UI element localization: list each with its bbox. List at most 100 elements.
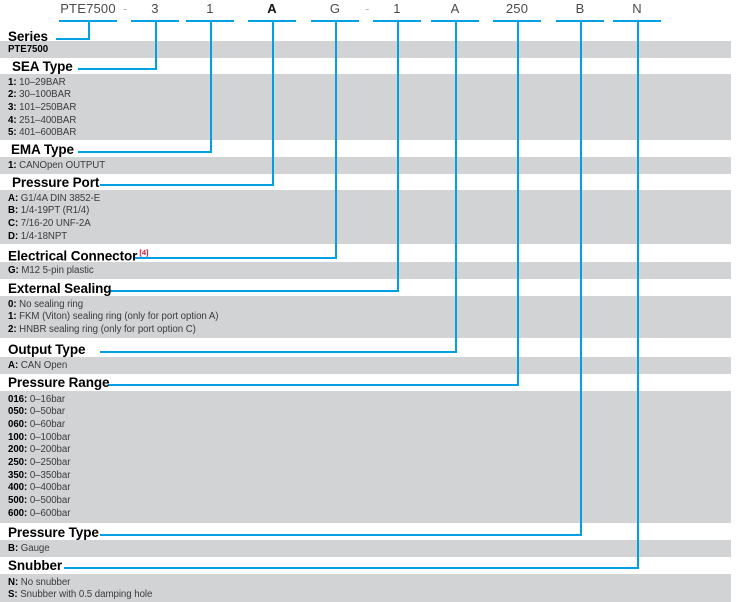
option-description: 251–400BAR <box>16 114 77 126</box>
option-code: 350: <box>8 469 28 481</box>
option-row: C: 7/16-20 UNF-2A <box>8 218 91 231</box>
option-code: 3: <box>8 101 17 113</box>
option-row: B: Gauge <box>8 543 50 556</box>
part-number-segment: 3 <box>131 0 179 18</box>
footnote-marker: [4] <box>137 248 149 257</box>
part-number-value: 3 <box>151 1 159 16</box>
column-trunk-line <box>210 20 212 153</box>
section-title: Snubber <box>8 558 63 573</box>
section-title: Pressure Type <box>8 525 99 540</box>
leader-line <box>133 257 337 259</box>
option-code: 500: <box>8 495 28 507</box>
option-code: 060: <box>8 418 28 430</box>
option-description: 0–100bar <box>27 431 71 443</box>
option-description: Gauge <box>18 542 50 554</box>
option-description: 10–29BAR <box>16 76 66 88</box>
leader-line <box>108 384 519 386</box>
leader-line <box>100 351 457 353</box>
option-row: PTE7500 <box>8 44 48 57</box>
option-description: 1/4-19PT (R1/4) <box>18 205 90 217</box>
option-code: 100: <box>8 431 28 443</box>
option-description: 0–16bar <box>27 393 66 405</box>
option-row: B: 1/4-19PT (R1/4) <box>8 205 89 218</box>
section-title: Pressure Port <box>12 175 100 190</box>
leader-line <box>110 290 399 292</box>
part-number-underline <box>431 20 479 22</box>
option-row: 050: 0–50bar <box>8 406 65 419</box>
option-row: A: G1/4A DIN 3852-E <box>8 193 100 206</box>
option-code: 4: <box>8 114 17 126</box>
option-code: B: <box>8 542 19 554</box>
part-number-value: A <box>450 1 460 16</box>
option-description: G1/4A DIN 3852-E <box>18 192 101 204</box>
part-number-value: 250 <box>505 1 529 16</box>
option-description: CAN Open <box>18 359 68 371</box>
part-number-underline <box>186 20 234 22</box>
option-row: S: Snubber with 0.5 damping hole <box>8 589 152 602</box>
option-code: 400: <box>8 482 28 494</box>
part-number-value: N <box>632 1 642 16</box>
part-number-value: 1 <box>206 1 214 16</box>
section-title: SEA Type <box>12 59 73 74</box>
option-row: 1: 10–29BAR <box>8 77 66 90</box>
option-code: G: <box>8 264 19 276</box>
option-row: 1: FKM (Viton) sealing ring (only for po… <box>8 311 219 324</box>
part-number-underline <box>311 20 359 22</box>
option-row: G: M12 5-pin plastic <box>8 265 94 278</box>
part-number-segment: PTE7500 <box>59 0 117 18</box>
option-description: No sealing ring <box>16 298 84 310</box>
part-number-dash: - <box>365 1 370 16</box>
option-band <box>0 157 731 174</box>
option-description: 30–100BAR <box>16 89 71 101</box>
option-code: D: <box>8 230 19 242</box>
part-number-segment: 1 <box>373 0 421 18</box>
leader-line <box>56 38 90 40</box>
part-number-segment: A <box>248 0 296 18</box>
part-number-underline <box>248 20 296 22</box>
option-code: 250: <box>8 457 28 468</box>
column-trunk-line <box>455 20 457 353</box>
leader-line <box>64 567 639 569</box>
option-band <box>0 41 731 58</box>
column-trunk-line <box>88 20 90 40</box>
leader-line <box>78 151 212 153</box>
option-band <box>0 190 731 244</box>
option-code: 1: <box>8 311 17 323</box>
part-number-underline <box>556 20 604 22</box>
option-row: 016: 0–16bar <box>8 394 65 407</box>
option-code: C: <box>8 217 19 229</box>
option-code: N: <box>8 576 19 588</box>
option-description: CANOpen OUTPUT <box>16 159 106 171</box>
option-row: D: 1/4-18NPT <box>8 231 67 244</box>
part-number-underline <box>373 20 421 22</box>
option-code: 600: <box>8 507 28 519</box>
section-title: Series <box>8 29 48 44</box>
section-title: Output Type <box>8 342 86 357</box>
option-code: 016: <box>8 393 28 405</box>
column-trunk-line <box>335 20 337 259</box>
option-row: 500: 0–500bar <box>8 495 70 508</box>
option-description: 0–500bar <box>27 495 71 507</box>
option-description: M12 5-pin plastic <box>18 264 94 276</box>
part-number-segment: 250 <box>493 0 541 18</box>
part-number-value: PTE7500 <box>60 1 116 16</box>
part-number-value: 1 <box>393 1 401 16</box>
section-title: EMA Type <box>11 142 74 157</box>
part-number-underline <box>493 20 541 22</box>
part-number-segment: 1 <box>186 0 234 18</box>
option-description: 101–250BAR <box>16 101 77 113</box>
option-row: 2: HNBR sealing ring (only for port opti… <box>8 324 196 337</box>
leader-line <box>78 68 157 70</box>
part-number-segment: B <box>556 0 604 18</box>
option-code: A: <box>8 192 19 204</box>
option-code: 200: <box>8 444 28 456</box>
column-trunk-line <box>517 20 519 386</box>
section-title: Pressure Range <box>8 375 110 390</box>
leader-line <box>100 534 582 536</box>
option-band <box>0 262 731 279</box>
option-row: 5: 401–600BAR <box>8 127 76 140</box>
option-row: 600: 0–600bar <box>8 508 70 521</box>
part-number-underline <box>131 20 179 22</box>
